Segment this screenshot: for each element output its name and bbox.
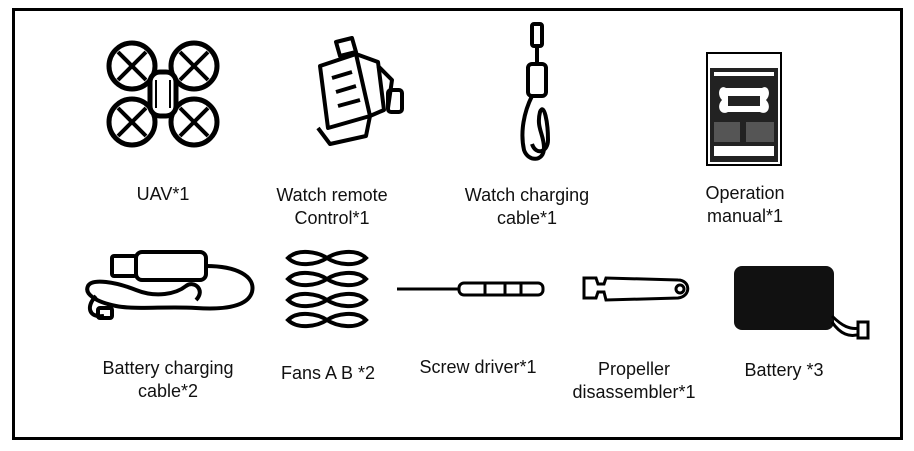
item-label-battery: Battery *3 xyxy=(744,360,824,380)
item-label-uav: UAV*1 xyxy=(136,184,190,204)
watch-remote-icon xyxy=(316,36,404,146)
battery-icon xyxy=(734,266,870,340)
propeller-blades-icon xyxy=(285,250,369,328)
charging-cable-icon xyxy=(520,22,551,161)
propeller-tool-icon xyxy=(582,276,690,302)
item-label-screwdriver: Screw driver*1 xyxy=(419,357,537,377)
screwdriver-icon xyxy=(397,281,545,297)
manual-booklet-icon xyxy=(706,52,782,166)
drone-icon xyxy=(106,40,220,148)
item-label-fans: Fans A B *2 xyxy=(280,363,376,383)
usb-cable-icon xyxy=(85,250,255,320)
